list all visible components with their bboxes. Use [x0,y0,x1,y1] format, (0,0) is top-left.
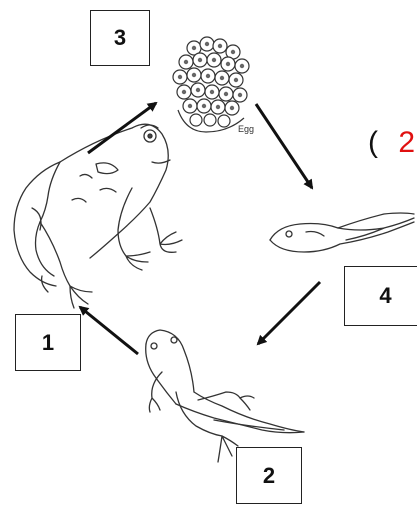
stage-number-box-4: 4 [344,266,417,326]
arrow-frog-to-eggs [88,103,156,153]
tadpole-illustration [270,213,414,252]
arrow-tadpole-to-froglet [258,282,320,344]
arrow-eggs-to-tadpole [256,104,312,188]
side-note-digit: 2 [398,126,415,159]
stage-number-box-1: 1 [15,314,81,371]
side-note: ( 2 [368,126,415,160]
egg-label: Egg [238,124,254,134]
arrow-froglet-to-frog [80,307,138,354]
adult-frog-illustration [14,124,182,308]
stage-number-box-3: 3 [90,10,150,66]
stage-number-box-2: 2 [236,447,302,504]
froglet-illustration [146,330,304,462]
side-note-paren: ( [368,126,378,159]
egg-cluster-illustration [173,37,249,132]
